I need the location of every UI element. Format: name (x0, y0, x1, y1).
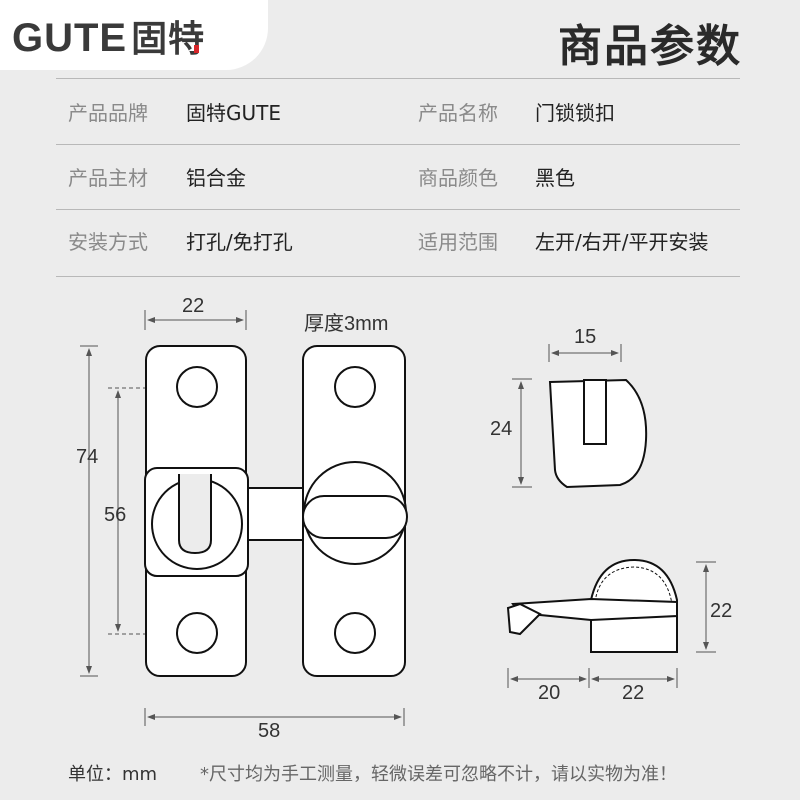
param-label: 安装方式 (68, 230, 148, 254)
measurement-note: *尺寸均为手工测量，轻微误差可忽略不计，请以实物为准！ (200, 764, 677, 785)
divider (56, 144, 740, 145)
param-value: 固特GUTE (186, 101, 281, 125)
param-row: 安装方式 打孔/免打孔 适用范围 左开/右开/平开安装 (0, 222, 800, 262)
dim-bolt-height: 22 (710, 600, 733, 622)
dim-thickness: 厚度3mm (304, 313, 389, 335)
dim-bolt-arm: 20 (538, 682, 561, 704)
param-value: 铝合金 (186, 166, 246, 190)
param-value: 左开/右开/平开安装 (535, 230, 709, 254)
param-value: 打孔/免打孔 (186, 230, 293, 254)
divider (56, 209, 740, 210)
param-value: 黑色 (535, 166, 575, 190)
param-label: 产品品牌 (68, 101, 148, 125)
param-row: 产品主材 铝合金 商品颜色 黑色 (0, 158, 800, 198)
param-label: 适用范围 (418, 230, 498, 254)
dim-plate-width: 22 (182, 295, 205, 317)
logo-cn: 固特 (131, 18, 206, 59)
logo-red-mark (194, 45, 200, 53)
divider (56, 78, 740, 79)
divider (56, 276, 740, 277)
dim-bolt-base: 22 (622, 682, 645, 704)
param-value: 门锁锁扣 (535, 101, 615, 125)
param-label: 商品颜色 (418, 166, 498, 190)
param-row: 产品品牌 固特GUTE 产品名称 门锁锁扣 (0, 93, 800, 133)
dim-total-width: 58 (258, 720, 281, 742)
param-label: 产品名称 (418, 101, 498, 125)
param-label: 产品主材 (68, 166, 148, 190)
dim-side-width: 15 (574, 326, 597, 348)
page-title: 商品参数 (558, 21, 742, 72)
dim-side-height: 24 (490, 418, 513, 440)
unit-label: 单位：mm (68, 764, 158, 785)
dim-hole-spacing: 56 (104, 504, 127, 526)
logo-latin: GUTE (12, 16, 128, 60)
dim-total-height: 74 (76, 446, 99, 468)
